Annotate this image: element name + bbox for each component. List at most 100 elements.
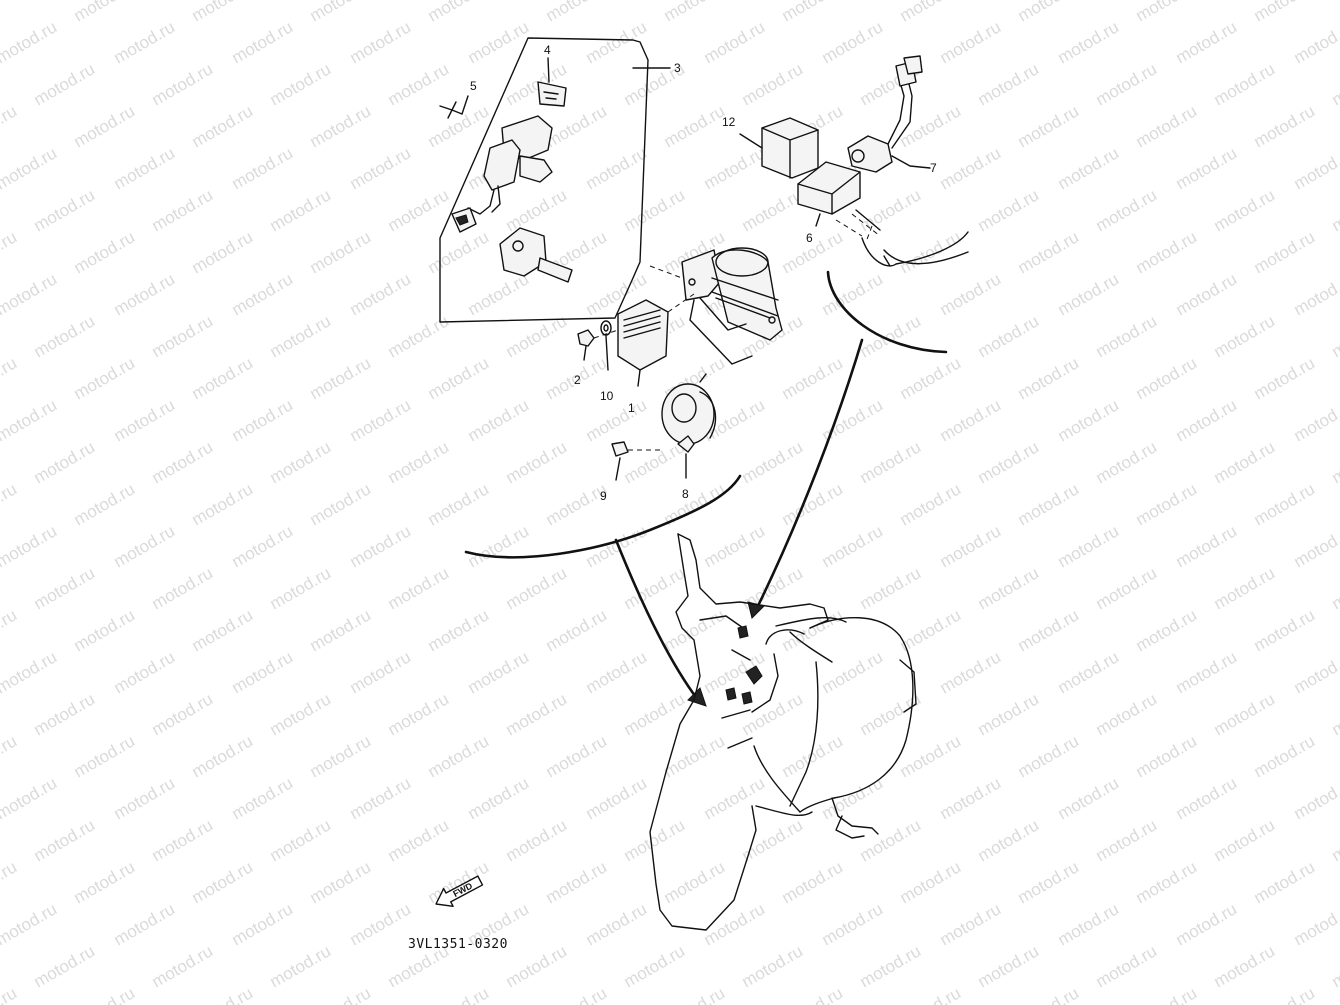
watermark-text: motod.ru bbox=[307, 857, 375, 907]
watermark-text: motod.ru bbox=[71, 983, 139, 1005]
callout-10: 10 bbox=[600, 389, 614, 403]
watermark-text: motod.ru bbox=[779, 731, 847, 781]
watermark-text: motod.ru bbox=[1251, 857, 1319, 907]
watermark-text: motod.ru bbox=[0, 227, 20, 277]
watermark-text: motod.ru bbox=[819, 899, 887, 949]
watermark-text: motod.ru bbox=[937, 143, 1005, 193]
watermark-text: motod.ru bbox=[1291, 773, 1340, 823]
watermark-text: motod.ru bbox=[307, 479, 375, 529]
watermark-text: motod.ru bbox=[0, 0, 20, 25]
watermark-text: motod.ru bbox=[0, 731, 20, 781]
watermark-text: motod.ru bbox=[267, 941, 335, 991]
watermark-text: motod.ru bbox=[1015, 605, 1083, 655]
watermark-text: motod.ru bbox=[425, 983, 493, 1005]
watermark-text: motod.ru bbox=[1015, 353, 1083, 403]
watermark-text: motod.ru bbox=[1173, 143, 1241, 193]
watermark-text: motod.ru bbox=[1329, 563, 1340, 613]
watermark-text: motod.ru bbox=[149, 185, 217, 235]
watermark-text: motod.ru bbox=[347, 647, 415, 697]
watermark-text: motod.ru bbox=[779, 479, 847, 529]
watermark-text: motod.ru bbox=[1251, 605, 1319, 655]
section-arrows bbox=[464, 270, 948, 707]
watermark-text: motod.ru bbox=[661, 983, 729, 1005]
watermark-text: motod.ru bbox=[739, 185, 807, 235]
watermark-text: motod.ru bbox=[465, 395, 533, 445]
watermark-text: motod.ru bbox=[267, 185, 335, 235]
watermark-text: motod.ru bbox=[1251, 101, 1319, 151]
watermark-text: motod.ru bbox=[857, 311, 925, 361]
watermark-text: motod.ru bbox=[71, 0, 139, 25]
watermark-text: motod.ru bbox=[189, 605, 257, 655]
watermark-text: motod.ru bbox=[347, 395, 415, 445]
watermark-text: motod.ru bbox=[1133, 101, 1201, 151]
watermark-text: motod.ru bbox=[229, 17, 297, 67]
watermark-text: motod.ru bbox=[347, 899, 415, 949]
watermark-text: motod.ru bbox=[937, 269, 1005, 319]
watermark-text: motod.ru bbox=[229, 395, 297, 445]
callout-5: 5 bbox=[470, 79, 477, 93]
watermark-text: motod.ru bbox=[1291, 395, 1340, 445]
watermark-text: motod.ru bbox=[503, 941, 571, 991]
watermark-text: motod.ru bbox=[1251, 731, 1319, 781]
watermark-text: motod.ru bbox=[71, 101, 139, 151]
watermark-text: motod.ru bbox=[937, 647, 1005, 697]
diagram-code: 3VL1351-0320 bbox=[408, 937, 508, 952]
watermark-text: motod.ru bbox=[385, 437, 453, 487]
watermark-text: motod.ru bbox=[739, 437, 807, 487]
watermark-text: motod.ru bbox=[111, 143, 179, 193]
watermark-text: motod.ru bbox=[897, 227, 965, 277]
watermark-text: motod.ru bbox=[0, 353, 20, 403]
watermark-text: motod.ru bbox=[701, 521, 769, 571]
watermark-text: motod.ru bbox=[1329, 815, 1340, 865]
frame-tube bbox=[711, 249, 783, 341]
watermark-text: motod.ru bbox=[0, 395, 60, 445]
scooter-part-marker bbox=[737, 625, 749, 639]
watermark-text: motod.ru bbox=[229, 143, 297, 193]
watermark-text: motod.ru bbox=[1291, 899, 1340, 949]
watermark-text: motod.ru bbox=[975, 437, 1043, 487]
watermark-text: motod.ru bbox=[31, 689, 99, 739]
watermark-text: motod.ru bbox=[1055, 143, 1123, 193]
watermark-text: motod.ru bbox=[347, 143, 415, 193]
watermark-text: motod.ru bbox=[503, 437, 571, 487]
watermark-text: motod.ru bbox=[1015, 857, 1083, 907]
watermark-text: motod.ru bbox=[1055, 521, 1123, 571]
watermark-text: motod.ru bbox=[975, 185, 1043, 235]
watermark-text: motod.ru bbox=[31, 59, 99, 109]
watermark-text: motod.ru bbox=[149, 311, 217, 361]
watermark-text: motod.ru bbox=[347, 17, 415, 67]
watermark-text: motod.ru bbox=[1329, 311, 1340, 361]
watermark-text: motod.ru bbox=[1329, 689, 1340, 739]
watermark-text: motod.ru bbox=[1133, 479, 1201, 529]
watermark-text: motod.ru bbox=[857, 689, 925, 739]
watermark-text: motod.ru bbox=[229, 899, 297, 949]
watermark-text: motod.ru bbox=[1055, 899, 1123, 949]
watermark-text: motod.ru bbox=[111, 17, 179, 67]
watermark-text: motod.ru bbox=[543, 605, 611, 655]
watermark-text: motod.ru bbox=[897, 857, 965, 907]
watermark-text: motod.ru bbox=[31, 311, 99, 361]
watermark-text: motod.ru bbox=[701, 143, 769, 193]
watermark-text: motod.ru bbox=[1211, 59, 1279, 109]
watermark-text: motod.ru bbox=[779, 0, 847, 25]
watermark-text: motod.ru bbox=[1291, 143, 1340, 193]
center-assembly bbox=[577, 247, 783, 481]
watermark-text: motod.ru bbox=[385, 563, 453, 613]
switch-body-mid bbox=[483, 139, 521, 191]
watermark-text: motod.ru bbox=[425, 731, 493, 781]
watermark-text: motod.ru bbox=[1251, 0, 1319, 25]
callout-4: 4 bbox=[544, 43, 551, 57]
watermark-text: motod.ru bbox=[583, 395, 651, 445]
watermark-text: motod.ru bbox=[1251, 353, 1319, 403]
watermark-text: motod.ru bbox=[621, 941, 689, 991]
watermark-text: motod.ru bbox=[621, 185, 689, 235]
voltage-regulator bbox=[617, 299, 669, 371]
watermark-text: motod.ru bbox=[739, 815, 807, 865]
watermark-text: motod.ru bbox=[937, 773, 1005, 823]
watermark-text: motod.ru bbox=[857, 185, 925, 235]
watermark-text: motod.ru bbox=[819, 17, 887, 67]
watermark-text: motod.ru bbox=[937, 899, 1005, 949]
horn bbox=[661, 383, 715, 445]
watermark-text: motod.ru bbox=[975, 59, 1043, 109]
watermark-text: motod.ru bbox=[1173, 899, 1241, 949]
